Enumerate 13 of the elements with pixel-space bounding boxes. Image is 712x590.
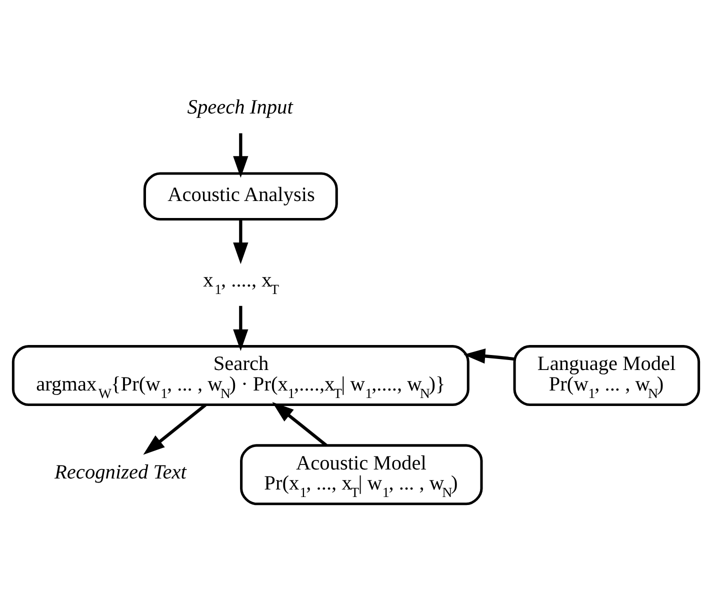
node-text: Speech Input bbox=[187, 96, 293, 118]
node-box: Acoustic Model Pr(x$_{1}$, ..., x$_{T}$| w$_{1}$, ... , w$_{N}$) bbox=[240, 444, 483, 505]
arrow bbox=[464, 348, 514, 364]
arrow bbox=[233, 132, 248, 178]
node-text: Recognized Text bbox=[54, 460, 186, 483]
node-box: Acoustic Analysis bbox=[143, 172, 338, 220]
node-text: x$_{1}$, ...., x$_{T}$ bbox=[203, 268, 280, 298]
node-box: Search argmax$_{W}${Pr(w$_{1}$, ... , w$_{N}$) · Pr(x$_{1}$,....,x$_{T}$| w$_{1}$,...., w$_{N}$)} bbox=[12, 344, 470, 406]
arrow bbox=[233, 219, 248, 264]
node-box: Language Model Pr(w$_{1}$, ... , w$_{N}$) bbox=[513, 344, 700, 406]
arrow bbox=[233, 305, 248, 350]
arrow bbox=[272, 402, 328, 446]
arrow bbox=[143, 403, 206, 454]
